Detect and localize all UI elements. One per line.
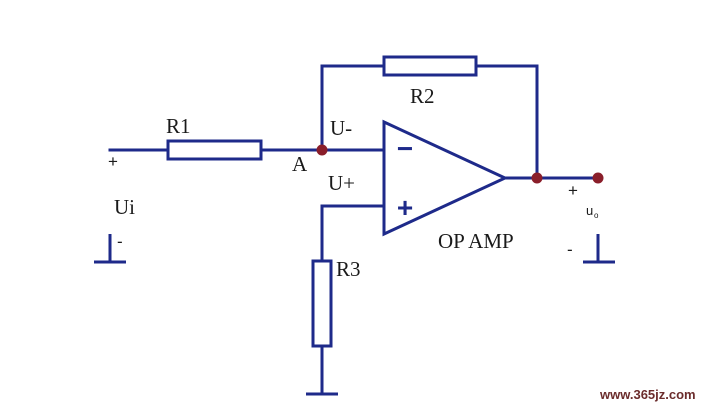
output-minus-label: - [567, 240, 573, 259]
feedback-wire-right [474, 64, 539, 180]
ui-label: Ui [114, 195, 135, 219]
node-a-label: A [292, 152, 308, 176]
noninverting-input-wire [320, 204, 386, 263]
inverting-sign: − [397, 133, 413, 164]
ground-icon-output [583, 234, 615, 264]
op-amp-triangle [382, 119, 509, 237]
output-plus-label: + [568, 181, 578, 200]
input-plus-label: + [108, 152, 118, 171]
uo-label: u [586, 203, 593, 218]
uo-sub-label: o [594, 211, 599, 220]
resistor-r3 [311, 259, 333, 348]
wires [108, 64, 600, 396]
u-minus-label: U- [330, 116, 352, 140]
input-minus-label: - [117, 232, 123, 251]
u-plus-label: U+ [328, 171, 355, 195]
output-terminal-dot [592, 172, 604, 184]
feedback-wire-left [320, 64, 386, 152]
ground-icon-input [94, 234, 126, 264]
watermark: www.365jz.com [599, 387, 696, 402]
noninverting-sign: + [397, 192, 413, 223]
r1-label: R1 [166, 114, 191, 138]
r2-label: R2 [410, 84, 435, 108]
op-amp-label: OP AMP [438, 229, 514, 253]
resistor-r1 [166, 139, 263, 161]
node-a-dot [316, 144, 328, 156]
resistor-r2 [382, 55, 478, 77]
r3-label: R3 [336, 257, 361, 281]
output-junction-dot [531, 172, 543, 184]
